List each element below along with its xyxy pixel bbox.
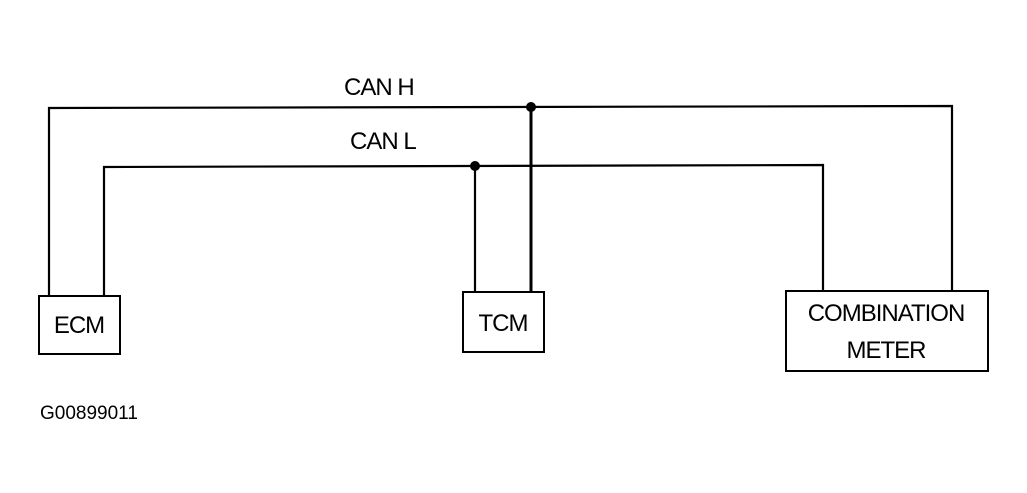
can-l-junction-dot bbox=[470, 161, 480, 171]
can-h-wire bbox=[47, 104, 954, 296]
combination-meter-label-line1: COMBINATION bbox=[808, 300, 965, 327]
combination-meter-module-box bbox=[785, 290, 989, 372]
can-l-label: CAN L bbox=[350, 128, 416, 155]
can-h-label: CAN H bbox=[344, 74, 414, 101]
tcm-module-box bbox=[462, 291, 545, 353]
figure-id: G00899011 bbox=[40, 403, 138, 424]
can-l-wire bbox=[102, 163, 825, 296]
tcm-label: TCM bbox=[479, 310, 528, 337]
combination-meter-label-line2: METER bbox=[847, 337, 927, 364]
ecm-label: ECM bbox=[54, 312, 104, 339]
ecm-module-box bbox=[38, 295, 121, 355]
can-h-junction-dot bbox=[526, 102, 536, 112]
